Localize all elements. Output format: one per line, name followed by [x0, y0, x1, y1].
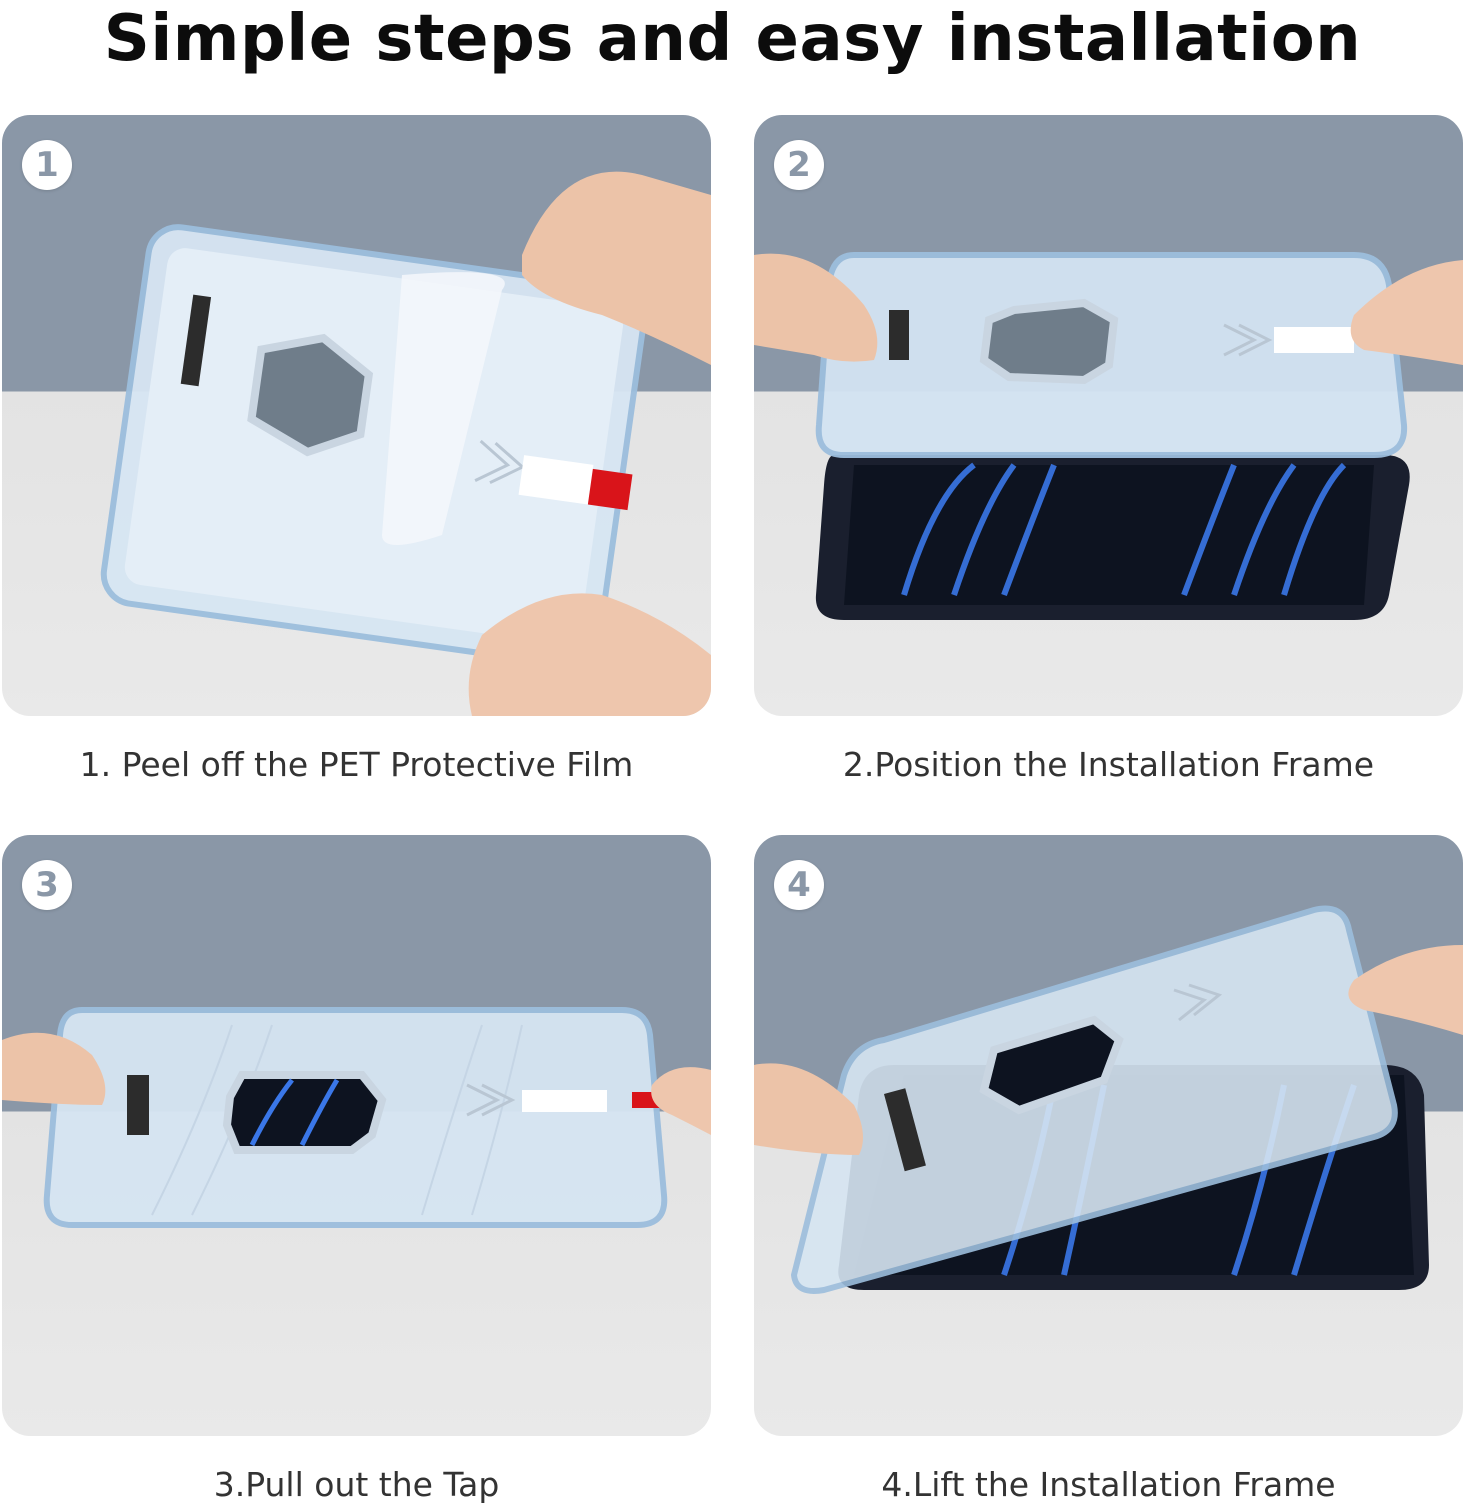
- step-1: 1 1. Peel off the PET Protective Film: [2, 115, 711, 785]
- step-3-number-badge: 3: [22, 860, 72, 910]
- step-3-caption: 3.Pull out the Tap: [213, 1465, 500, 1504]
- step-4-image: 4: [754, 835, 1463, 1436]
- step-4-number-badge: 4: [774, 860, 824, 910]
- step-4-illustration: [754, 905, 1463, 1294]
- step-4-caption: 4.Lift the Installation Frame: [881, 1465, 1336, 1504]
- step-3-image: 3: [2, 835, 711, 1436]
- step-1-image: 1: [2, 115, 711, 716]
- step-1-caption: 1. Peel off the PET Protective Film: [79, 745, 634, 784]
- step-1-illustration: [100, 171, 711, 716]
- step-4: 4 4.Lift the Installation Frame: [754, 835, 1463, 1505]
- step-2: 2 2.Position the Installation Frame: [754, 115, 1463, 785]
- step-2-number-badge: 2: [774, 140, 824, 190]
- step-2-image: 2: [754, 115, 1463, 716]
- step-3-illustration: [2, 1007, 711, 1228]
- page-title: Simple steps and easy installation: [103, 2, 1362, 76]
- step-3: 3 3.Pull out the Tap: [2, 835, 711, 1505]
- step-1-number-badge: 1: [22, 140, 72, 190]
- step-2-caption: 2.Position the Installation Frame: [842, 745, 1375, 784]
- step-2-illustration: [754, 252, 1463, 620]
